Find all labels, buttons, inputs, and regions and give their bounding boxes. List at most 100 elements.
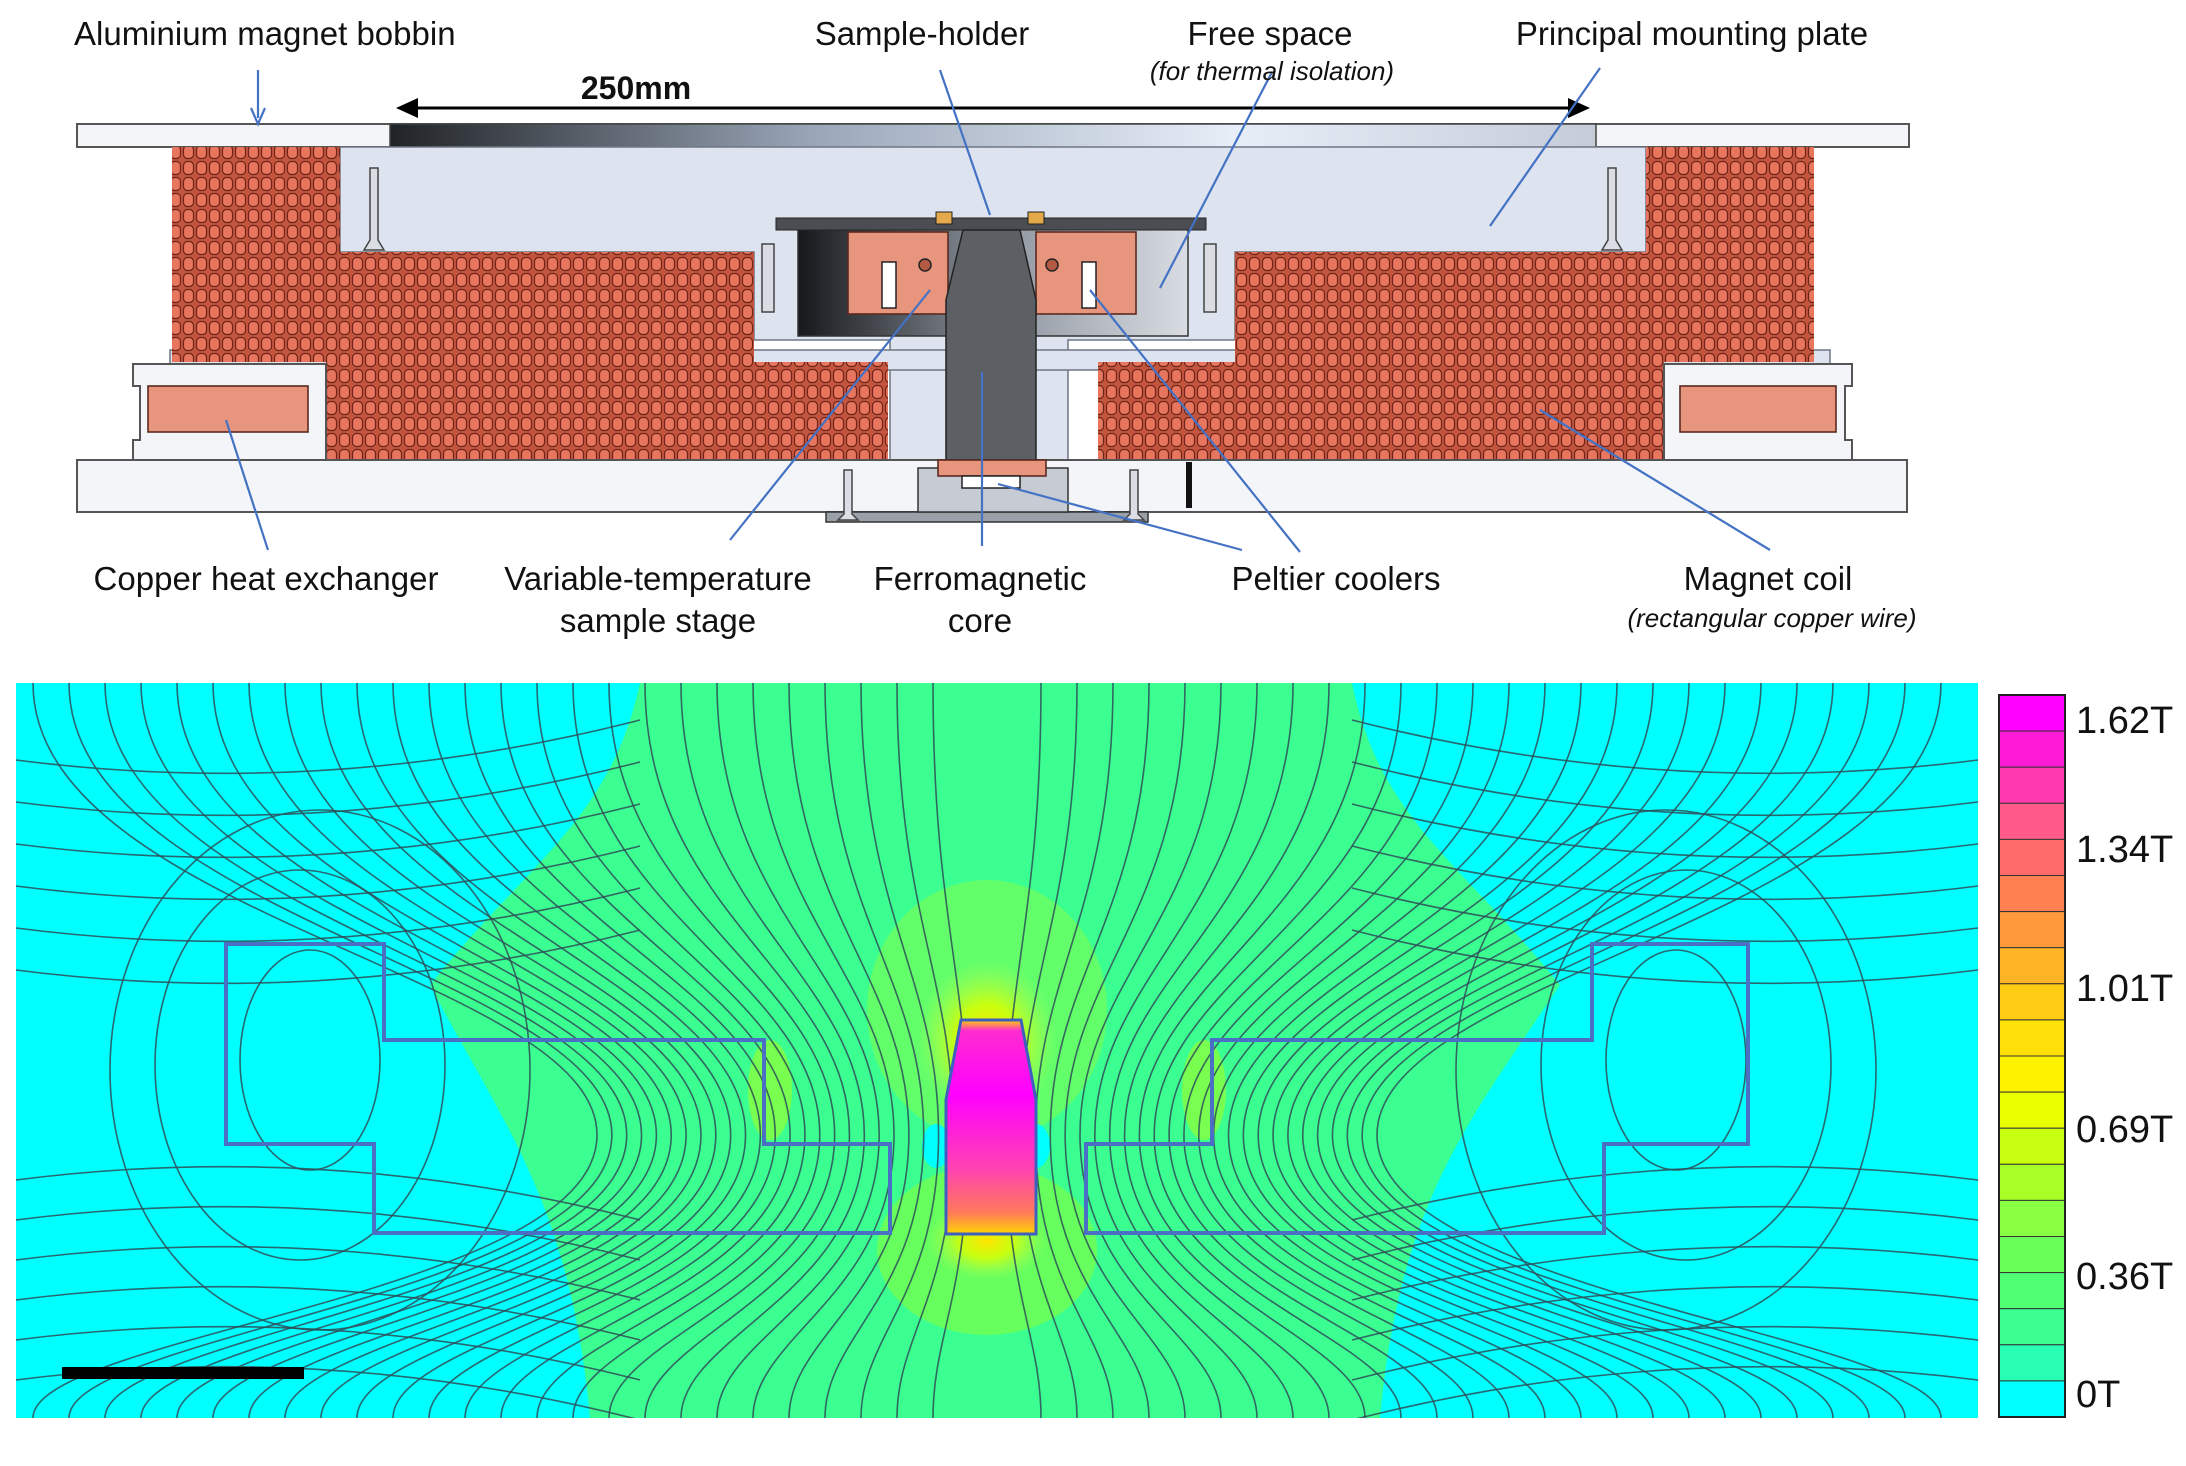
label-core-line2: core <box>948 602 1012 639</box>
colorbar-segment <box>1998 766 2066 804</box>
field-line <box>464 683 777 1418</box>
flux-loop-left-3 <box>109 809 531 1331</box>
label-bobbin: Aluminium magnet bobbin <box>74 15 456 52</box>
label-coil: Magnet coil <box>1684 560 1853 597</box>
label-core-line1: Ferromagnetic <box>874 560 1087 597</box>
field-line <box>16 929 641 985</box>
colorbar-frame <box>1998 694 2066 1418</box>
field-region-core-side-left <box>922 1124 950 1168</box>
field-line <box>1376 683 1942 1418</box>
colorbar-tick-0: 1.62T <box>2076 700 2173 742</box>
field-line <box>1301 683 1762 1418</box>
field-line <box>1197 683 1510 1418</box>
ferromagnetic-core <box>945 229 1037 461</box>
field-line <box>1138 683 1366 1418</box>
field-line <box>572 683 821 1418</box>
field-line <box>1351 761 1978 817</box>
bolt-1 <box>362 167 386 251</box>
colorbar-tick-1: 1.34T <box>2076 829 2173 871</box>
bolt-2 <box>1600 167 1624 251</box>
colorbar-segment <box>1998 1236 2066 1274</box>
colorbar-tick-5: 0T <box>2076 1374 2120 1416</box>
field-line <box>16 845 641 901</box>
field-line <box>1242 683 1618 1418</box>
leader-lines <box>224 67 1771 553</box>
coil-outline-left <box>224 942 892 1235</box>
field-line <box>500 683 791 1418</box>
field-line <box>16 1285 641 1341</box>
bolt-4 <box>1203 243 1217 313</box>
field-line <box>16 1205 641 1261</box>
colorbar-segment <box>1998 1380 2066 1418</box>
field-line <box>788 683 910 1418</box>
label-heat-exchanger: Copper heat exchanger <box>94 560 439 597</box>
field-line <box>860 683 940 1418</box>
field-line <box>428 683 762 1418</box>
field-line <box>1351 1285 1978 1341</box>
field-simulation <box>16 683 1978 1418</box>
cable <box>1186 462 1192 508</box>
sample-stage-cap <box>775 217 1207 231</box>
colorbar-tick-3: 0.69T <box>2076 1109 2173 1151</box>
flux-loop-left-2 <box>154 869 446 1261</box>
colorbar-segment <box>1998 1272 2066 1310</box>
colorbar-segment <box>1998 911 2066 949</box>
field-line <box>1351 887 1978 943</box>
field-line <box>752 683 895 1418</box>
scale-bar <box>62 1367 304 1379</box>
coil-winding-right-mid <box>1235 252 1814 362</box>
field-line <box>1351 803 1978 859</box>
colorbar-tick-2: 1.01T <box>2076 968 2173 1010</box>
colorbar-labels: 1.62T 1.34T 1.01T 0.69T 0.36T 0T <box>2076 700 2173 1416</box>
colorbar-segment <box>1998 1091 2066 1129</box>
peltier-slot-left <box>881 261 897 309</box>
field-line <box>16 761 641 817</box>
flux-loop-right-2 <box>1540 869 1832 1261</box>
field-line <box>320 683 717 1418</box>
bottom-bracket <box>825 511 1149 523</box>
peltier-slot-right <box>1081 261 1097 309</box>
field-line <box>16 803 641 859</box>
flux-loop-right-3 <box>1455 809 1877 1331</box>
core-base-nut <box>961 475 1021 489</box>
field-line <box>284 683 702 1418</box>
colorbar-segment <box>1998 1127 2066 1165</box>
field-region-side-left <box>748 1040 792 1140</box>
dimension-label: 250mm <box>581 70 691 106</box>
field-line <box>1351 719 1978 775</box>
field-line <box>392 683 747 1418</box>
field-line <box>1272 683 1690 1418</box>
field-line <box>1351 1205 1978 1261</box>
field-line <box>1064 683 1186 1418</box>
label-sample-stage-line1: Variable-temperature <box>504 560 812 597</box>
bolt-6 <box>1122 469 1146 521</box>
colorbar-segment <box>1998 947 2066 985</box>
sample-clip-right <box>1027 211 1045 225</box>
field-line <box>1351 929 1978 985</box>
field-line <box>1079 683 1222 1418</box>
coil-winding-left-lower <box>326 362 888 460</box>
field-line <box>1331 683 1834 1418</box>
colorbar-segment <box>1998 802 2066 840</box>
heat-exchanger-right <box>1679 385 1837 433</box>
field-line <box>1108 683 1294 1418</box>
core-field-peak <box>944 1018 1038 1236</box>
field-line <box>1351 845 1978 901</box>
field-line <box>1287 683 1726 1418</box>
field-line <box>680 683 866 1418</box>
field-line <box>1049 683 1150 1418</box>
label-coil-note: (rectangular copper wire) <box>1627 603 1916 633</box>
field-line <box>1183 683 1474 1418</box>
colorbar-segment <box>1998 1163 2066 1201</box>
label-peltier: Peltier coolers <box>1231 560 1440 597</box>
field-line <box>1351 1245 1978 1301</box>
colorbar-segment <box>1998 983 2066 1021</box>
colorbar-tick-4: 0.36T <box>2076 1256 2173 1298</box>
label-sample-holder: Sample-holder <box>815 15 1030 52</box>
colorbar-segment <box>1998 1019 2066 1057</box>
field-line <box>644 683 851 1418</box>
field-line <box>1153 683 1402 1418</box>
colorbar-segment <box>1998 875 2066 913</box>
flux-loop-left-1 <box>239 949 381 1171</box>
dimension-arrow <box>396 98 1590 118</box>
